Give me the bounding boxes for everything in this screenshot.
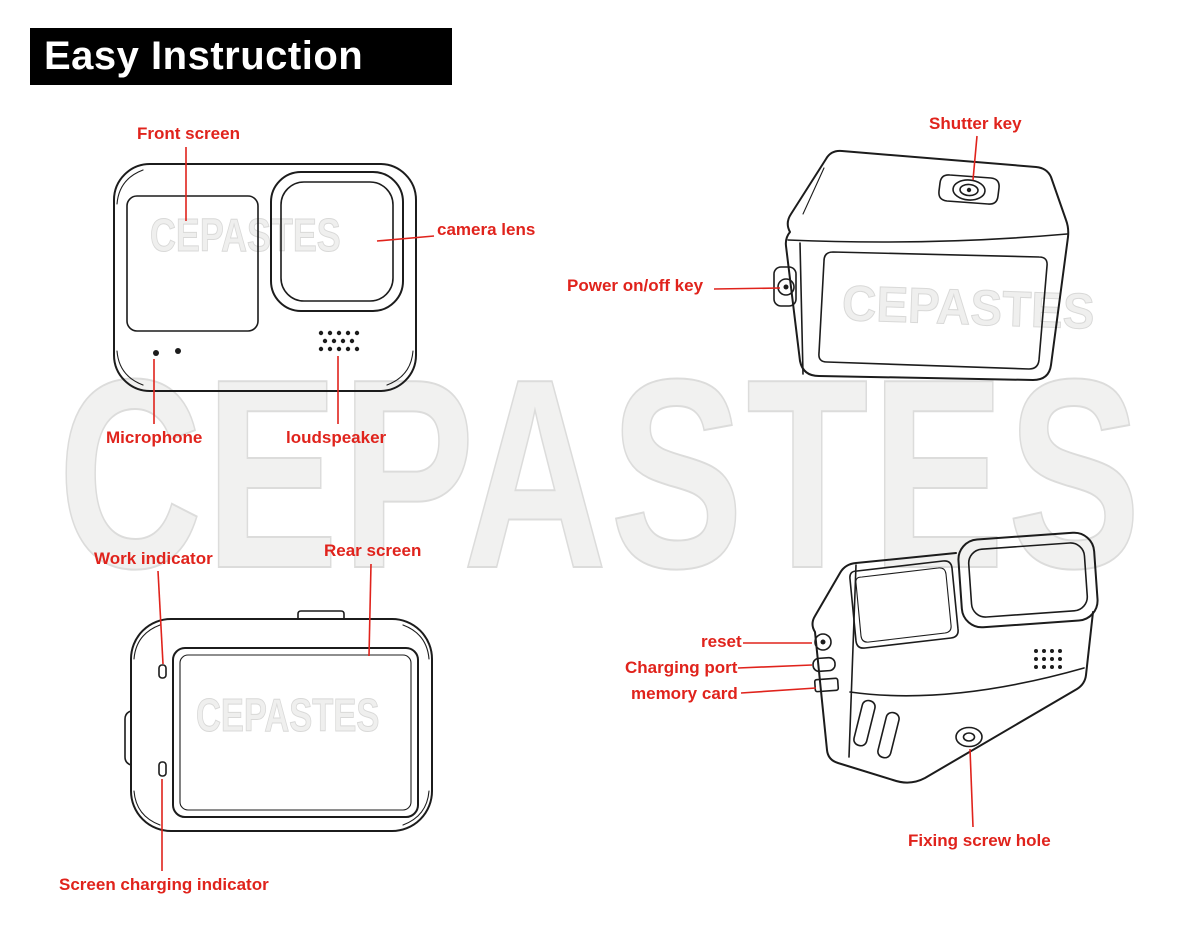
work-indicator-shape	[158, 664, 167, 679]
corner-seam	[133, 624, 161, 660]
camera-lens-inner	[280, 181, 394, 302]
corner-seam	[116, 169, 144, 205]
leader-camera-lens	[376, 235, 435, 242]
leader-memory-card	[740, 687, 817, 694]
rear-screen-shape	[172, 647, 419, 818]
screen-top-view	[818, 251, 1048, 370]
rear-screen-small	[849, 560, 959, 649]
leader-shutter-key	[972, 135, 978, 181]
watermark-text: CEPASTES	[150, 209, 342, 261]
label-camera-lens: camera lens	[437, 220, 536, 239]
page-title: Easy Instruction	[44, 34, 364, 78]
label-screen-charging-indicator: Screen charging indicator	[59, 875, 269, 894]
corner-seam	[402, 790, 430, 826]
screen-charging-indicator-shape	[158, 761, 167, 777]
corner-seam	[133, 790, 161, 826]
corner-seam	[402, 624, 430, 660]
power-key-dot	[783, 284, 789, 290]
leader-lines	[153, 135, 978, 871]
camera-body-top-view	[784, 149, 1070, 381]
leader-fixing-screw-hole	[969, 748, 974, 828]
top-side-view-drawing	[773, 149, 1070, 381]
top-face-divider	[787, 233, 1068, 243]
label-fixing-screw-hole: Fixing screw hole	[908, 831, 1051, 850]
shutter-key-housing	[938, 174, 1000, 205]
vent-slot	[853, 699, 876, 747]
label-front-screen: Front screen	[137, 124, 240, 143]
corner-seam	[116, 350, 144, 386]
label-memory-card: memory card	[631, 684, 738, 703]
shutter-key-button	[952, 179, 986, 201]
camera-body-front	[113, 163, 417, 392]
rear-screen-inner	[179, 654, 412, 811]
label-reset: reset	[701, 632, 742, 651]
camera-body-rear	[130, 618, 433, 832]
bottom-side-view-drawing	[811, 531, 1099, 784]
microphone-holes	[153, 348, 181, 356]
front-screen-shape	[126, 195, 259, 332]
power-key-button	[777, 278, 795, 296]
label-power-on-off-key: Power on/off key	[567, 276, 704, 295]
label-charging-port: Charging port	[625, 658, 738, 677]
shutter-key-dot	[966, 187, 972, 193]
speaker-grid-bottom	[1034, 649, 1062, 669]
fixing-screw-hole-outer	[955, 726, 983, 748]
leader-charging-port	[737, 664, 813, 669]
corner-seam	[386, 350, 414, 386]
bottom-face-divider	[849, 667, 1085, 697]
front-view-drawing	[113, 163, 417, 392]
vent-slot	[877, 711, 900, 759]
lens-inner-bottom-view	[967, 542, 1089, 618]
power-key-tab	[773, 266, 797, 307]
leader-power-key	[713, 287, 781, 290]
camera-lens-outer	[270, 171, 404, 312]
camera-body-bottom-view	[811, 552, 1094, 784]
leader-work-indicator	[157, 570, 164, 665]
charging-port-shape	[812, 656, 836, 673]
side-door-divider	[848, 564, 857, 758]
label-work-indicator: Work indicator	[94, 549, 213, 568]
label-shutter-key: Shutter key	[929, 114, 1022, 133]
shutter-key-ring	[959, 183, 979, 197]
side-face-line	[799, 242, 804, 375]
label-rear-screen: Rear screen	[324, 541, 422, 560]
lens-outer-bottom-view	[957, 531, 1099, 629]
fixing-screw-hole-inner	[962, 732, 976, 742]
reset-dot	[820, 639, 826, 645]
mode-button-top	[297, 610, 345, 620]
leader-rear-screen	[368, 563, 372, 657]
watermark-text: CEPASTES	[57, 324, 1144, 625]
watermark-text: CEPASTES	[196, 689, 380, 741]
top-face-seam	[802, 167, 825, 215]
side-latch	[124, 710, 132, 766]
rear-view-drawing	[124, 610, 433, 832]
header-banner: Easy Instruction	[30, 28, 452, 85]
loudspeaker-grid	[318, 330, 360, 352]
rear-screen-small-inner	[855, 567, 952, 643]
reset-button-shape	[814, 633, 832, 651]
memory-card-slot-shape	[813, 677, 840, 693]
label-loudspeaker: loudspeaker	[286, 428, 387, 447]
label-microphone: Microphone	[106, 428, 203, 447]
